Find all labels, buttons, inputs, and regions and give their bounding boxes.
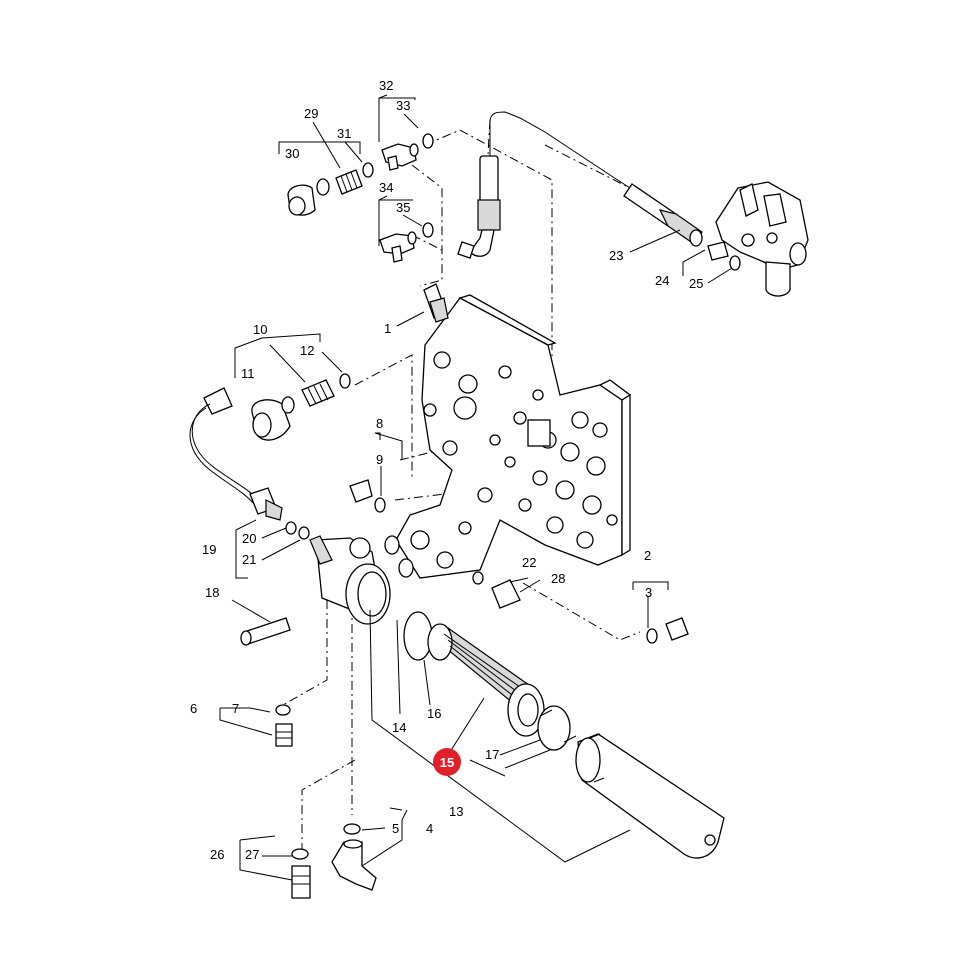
filter-bowl-13 [575,733,725,859]
o-ring-31 [362,162,374,178]
fitting-29 [335,169,363,195]
label-18: 18 [205,585,219,600]
leader-lines [219,94,733,881]
highlight-badge [433,748,461,776]
label-31: 31 [337,126,351,141]
label-7: 7 [232,701,239,716]
label-33: 33 [396,98,410,113]
label-12: 12 [300,343,314,358]
o-ring-10 [281,396,295,414]
o-ring-33 [422,133,434,149]
tee-fitting-32 [381,143,419,171]
fitting-24 [707,241,729,261]
o-ring-20 [285,521,297,535]
label-27: 27 [245,847,259,862]
label-5: 5 [392,821,399,836]
plug-8 [349,479,373,503]
label-34: 34 [379,180,393,195]
tee-fitting-34 [379,231,417,263]
o-ring-22 [472,571,484,585]
bolt-18 [240,617,291,646]
label-3: 3 [645,585,652,600]
o-ring-29a [316,178,330,196]
sensor-harness-19 [189,387,283,521]
label-4: 4 [426,821,433,836]
o-ring-35 [422,222,434,238]
fitting-28 [491,579,521,609]
valve-body-ports [410,351,618,569]
o-ring-16 [403,611,433,661]
label-2: 2 [644,548,651,563]
label-21: 21 [242,552,256,567]
o-ring-head-b [398,558,414,578]
label-19: 19 [202,542,216,557]
connector-11 [251,399,291,441]
fitting-26 [291,865,311,899]
label-13: 13 [449,804,463,819]
highlight-callout-15[interactable]: 15 [433,748,461,776]
o-ring-head-a [384,535,400,555]
callout-labels: 32 33 29 31 30 34 35 23 24 25 1 10 12 11… [190,78,703,862]
label-24: 24 [655,273,669,288]
cable-sensor [457,111,631,259]
o-ring-7 [275,704,291,716]
label-28: 28 [551,571,565,586]
tee-fitting-4 [331,839,377,891]
valve-body [395,294,632,579]
label-26: 26 [210,847,224,862]
plug-2 [665,617,689,641]
fitting-6 [275,723,293,747]
o-ring-3 [646,628,658,644]
label-29: 29 [304,106,318,121]
label-9: 9 [376,452,383,467]
valve-body-plate [527,419,551,447]
cap-30 [287,184,316,216]
actuator-assembly [715,181,809,297]
label-10: 10 [253,322,267,337]
sensor-23 [623,183,703,247]
label-35: 35 [396,200,410,215]
o-ring-21 [298,526,310,540]
label-17: 17 [485,747,499,762]
label-16: 16 [427,706,441,721]
o-ring-25 [729,255,741,271]
label-32: 32 [379,78,393,93]
label-8: 8 [376,416,383,431]
fitting-10 [301,379,335,407]
label-25: 25 [689,276,703,291]
o-ring-9 [374,497,386,513]
o-ring-27 [291,848,309,860]
clip-17 [537,705,577,751]
label-30: 30 [285,146,299,161]
label-23: 23 [609,248,623,263]
label-11: 11 [241,366,255,381]
o-ring-12 [339,373,351,389]
fitting-1 [423,283,449,323]
label-15: 15 [440,755,454,770]
label-1: 1 [384,321,391,336]
filter-head [309,535,391,625]
filter-element-15 [427,623,545,737]
o-ring-5 [343,823,361,835]
label-20: 20 [242,531,256,546]
label-6: 6 [190,701,197,716]
label-22: 22 [522,555,536,570]
label-14: 14 [392,720,406,735]
